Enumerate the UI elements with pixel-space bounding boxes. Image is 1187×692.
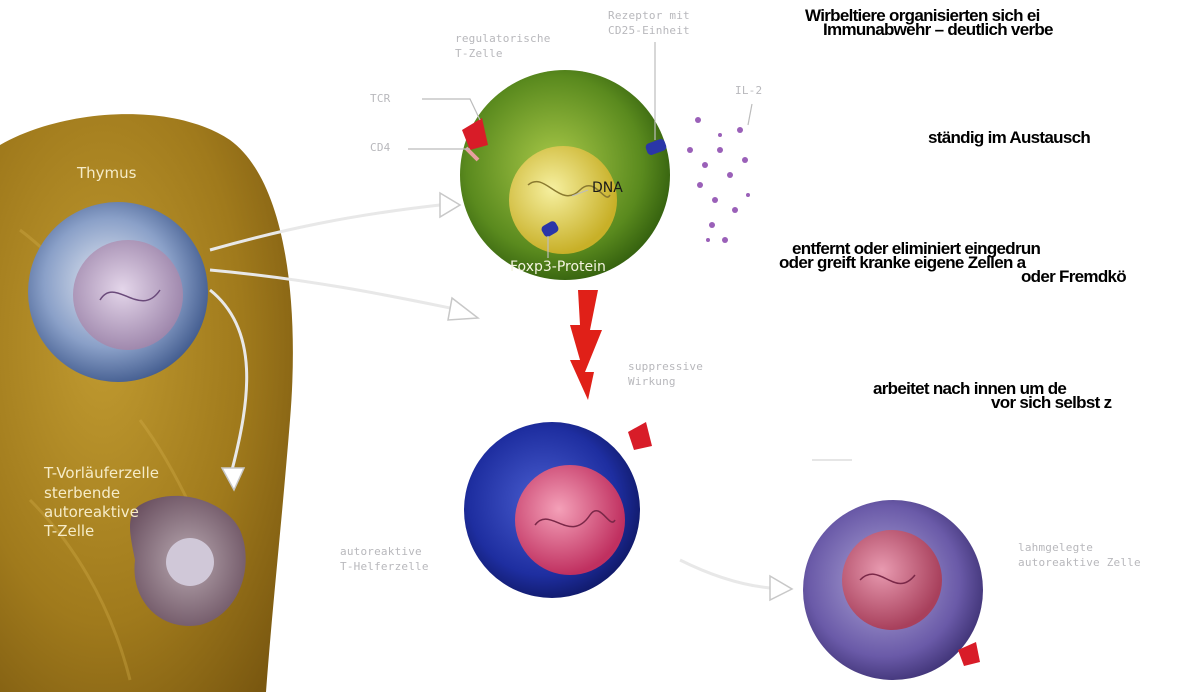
precursor-label: T-Vorläuferzelle (44, 464, 159, 483)
paralyzed-autoreactive-cell (803, 500, 983, 680)
suppressive-label-2: Wirkung (628, 375, 676, 389)
receptor-label-2: CD25-Einheit (608, 24, 690, 38)
tcr-label: TCR (370, 92, 390, 106)
note-eliminate-2: oder greift kranke eigene Zellen a (779, 256, 1025, 270)
cd4-label: CD4 (370, 141, 390, 155)
paralyzed-label-1: lahmgelegte (1018, 541, 1093, 555)
note-eliminate-3: oder Fremdkö (1021, 270, 1126, 284)
thymus-label: Thymus (77, 164, 136, 183)
regulatory-t-cell (460, 70, 670, 280)
il2-label: IL-2 (735, 84, 762, 98)
helper-receptor (628, 422, 652, 450)
il2-molecules (687, 117, 750, 243)
suppressive-label-1: suppressive (628, 360, 703, 374)
dna-label: DNA (592, 180, 623, 196)
regulatory-label-1: regulatorische (455, 32, 551, 46)
dying-label-2: autoreaktive (44, 503, 139, 522)
dying-t-cell (130, 496, 246, 626)
paralyzed-label-2: autoreaktive Zelle (1018, 556, 1141, 570)
note-exchange: ständig im Austausch (928, 131, 1090, 145)
arrow-to-paralyzed (680, 560, 770, 588)
dying-label-1: sterbende (44, 484, 120, 503)
receptor-label-1: Rezeptor mit (608, 9, 690, 23)
suppression-lightning (570, 290, 602, 400)
note-vertebrates-2: Immunabwehr – deutlich verbe (823, 23, 1053, 37)
foxp3-label: Foxp3-Protein (510, 259, 606, 275)
t-precursor-cell (28, 202, 208, 382)
regulatory-label-2: T-Zelle (455, 47, 503, 61)
helper-label-1: autoreaktive (340, 545, 422, 559)
note-inward-2: vor sich selbst z (991, 396, 1111, 410)
autoreactive-t-helper-cell (464, 422, 640, 598)
dying-label-3: T-Zelle (44, 522, 94, 541)
helper-label-2: T-Helferzelle (340, 560, 429, 574)
